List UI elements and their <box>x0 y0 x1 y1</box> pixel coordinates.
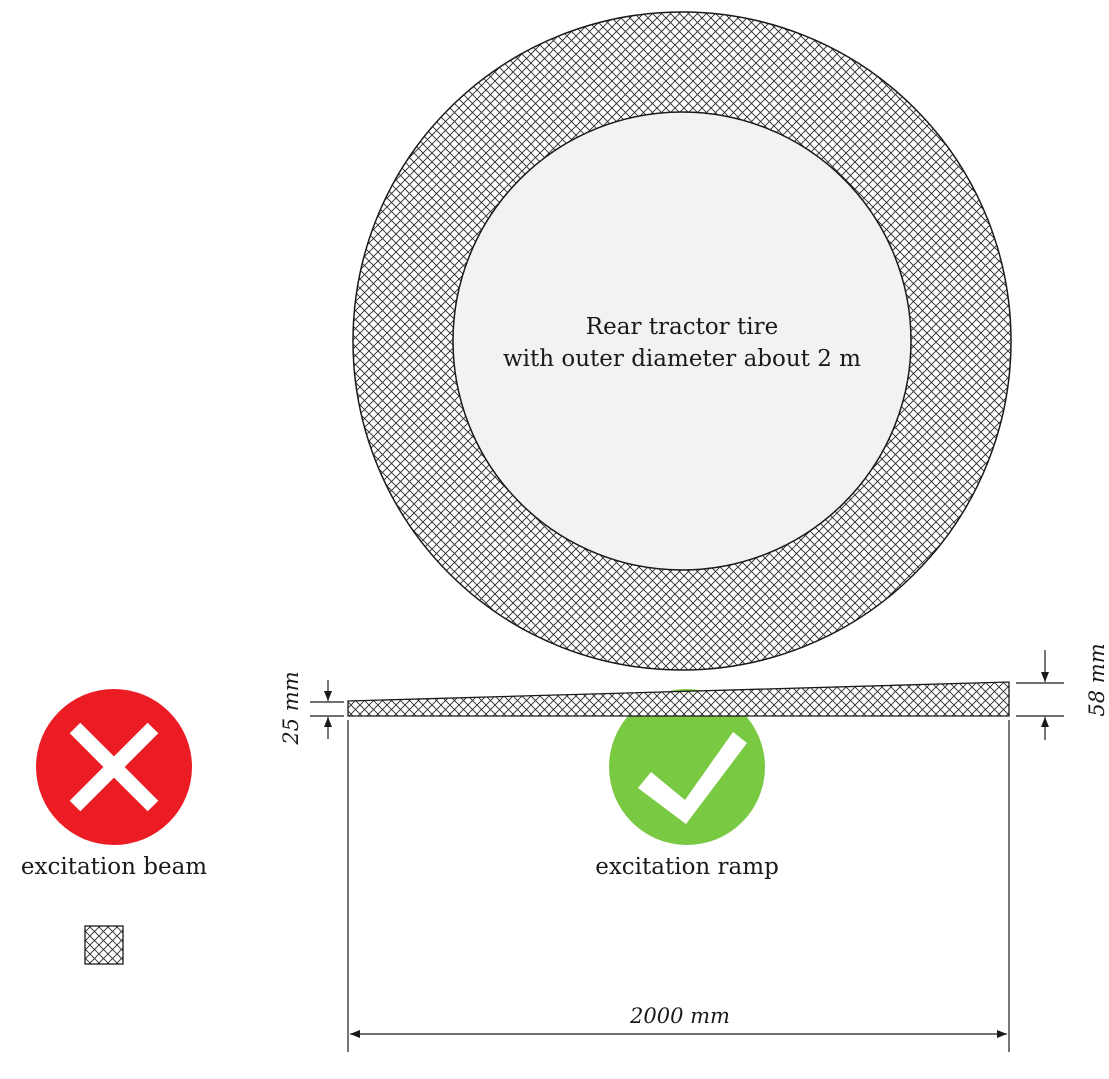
check-badge <box>609 689 765 845</box>
ramp-profile <box>347 681 1010 717</box>
ramp-length-label: 2000 mm <box>629 1004 730 1028</box>
ramp-length-dimension <box>347 720 1010 1052</box>
ramp-low-height-label: 25 mm <box>279 671 303 745</box>
excitation-ramp-label: excitation ramp <box>595 854 779 880</box>
checkmark-icon <box>609 689 765 845</box>
cross-icon <box>36 689 192 845</box>
ramp-high-height-dimension <box>1016 650 1064 740</box>
ramp-low-height-dimension <box>310 680 344 739</box>
beam-cross-section <box>84 925 124 965</box>
ramp-high-height-label: 58 mm <box>1085 643 1109 716</box>
excitation-beam-label: excitation beam <box>21 854 207 880</box>
tire-label-line1: Rear tractor tire <box>586 314 778 340</box>
tire-label-line2: with outer diameter about 2 m <box>503 346 861 372</box>
tractor-tire: Rear tractor tire with outer diameter ab… <box>352 11 1012 671</box>
tire-rim <box>452 111 912 571</box>
